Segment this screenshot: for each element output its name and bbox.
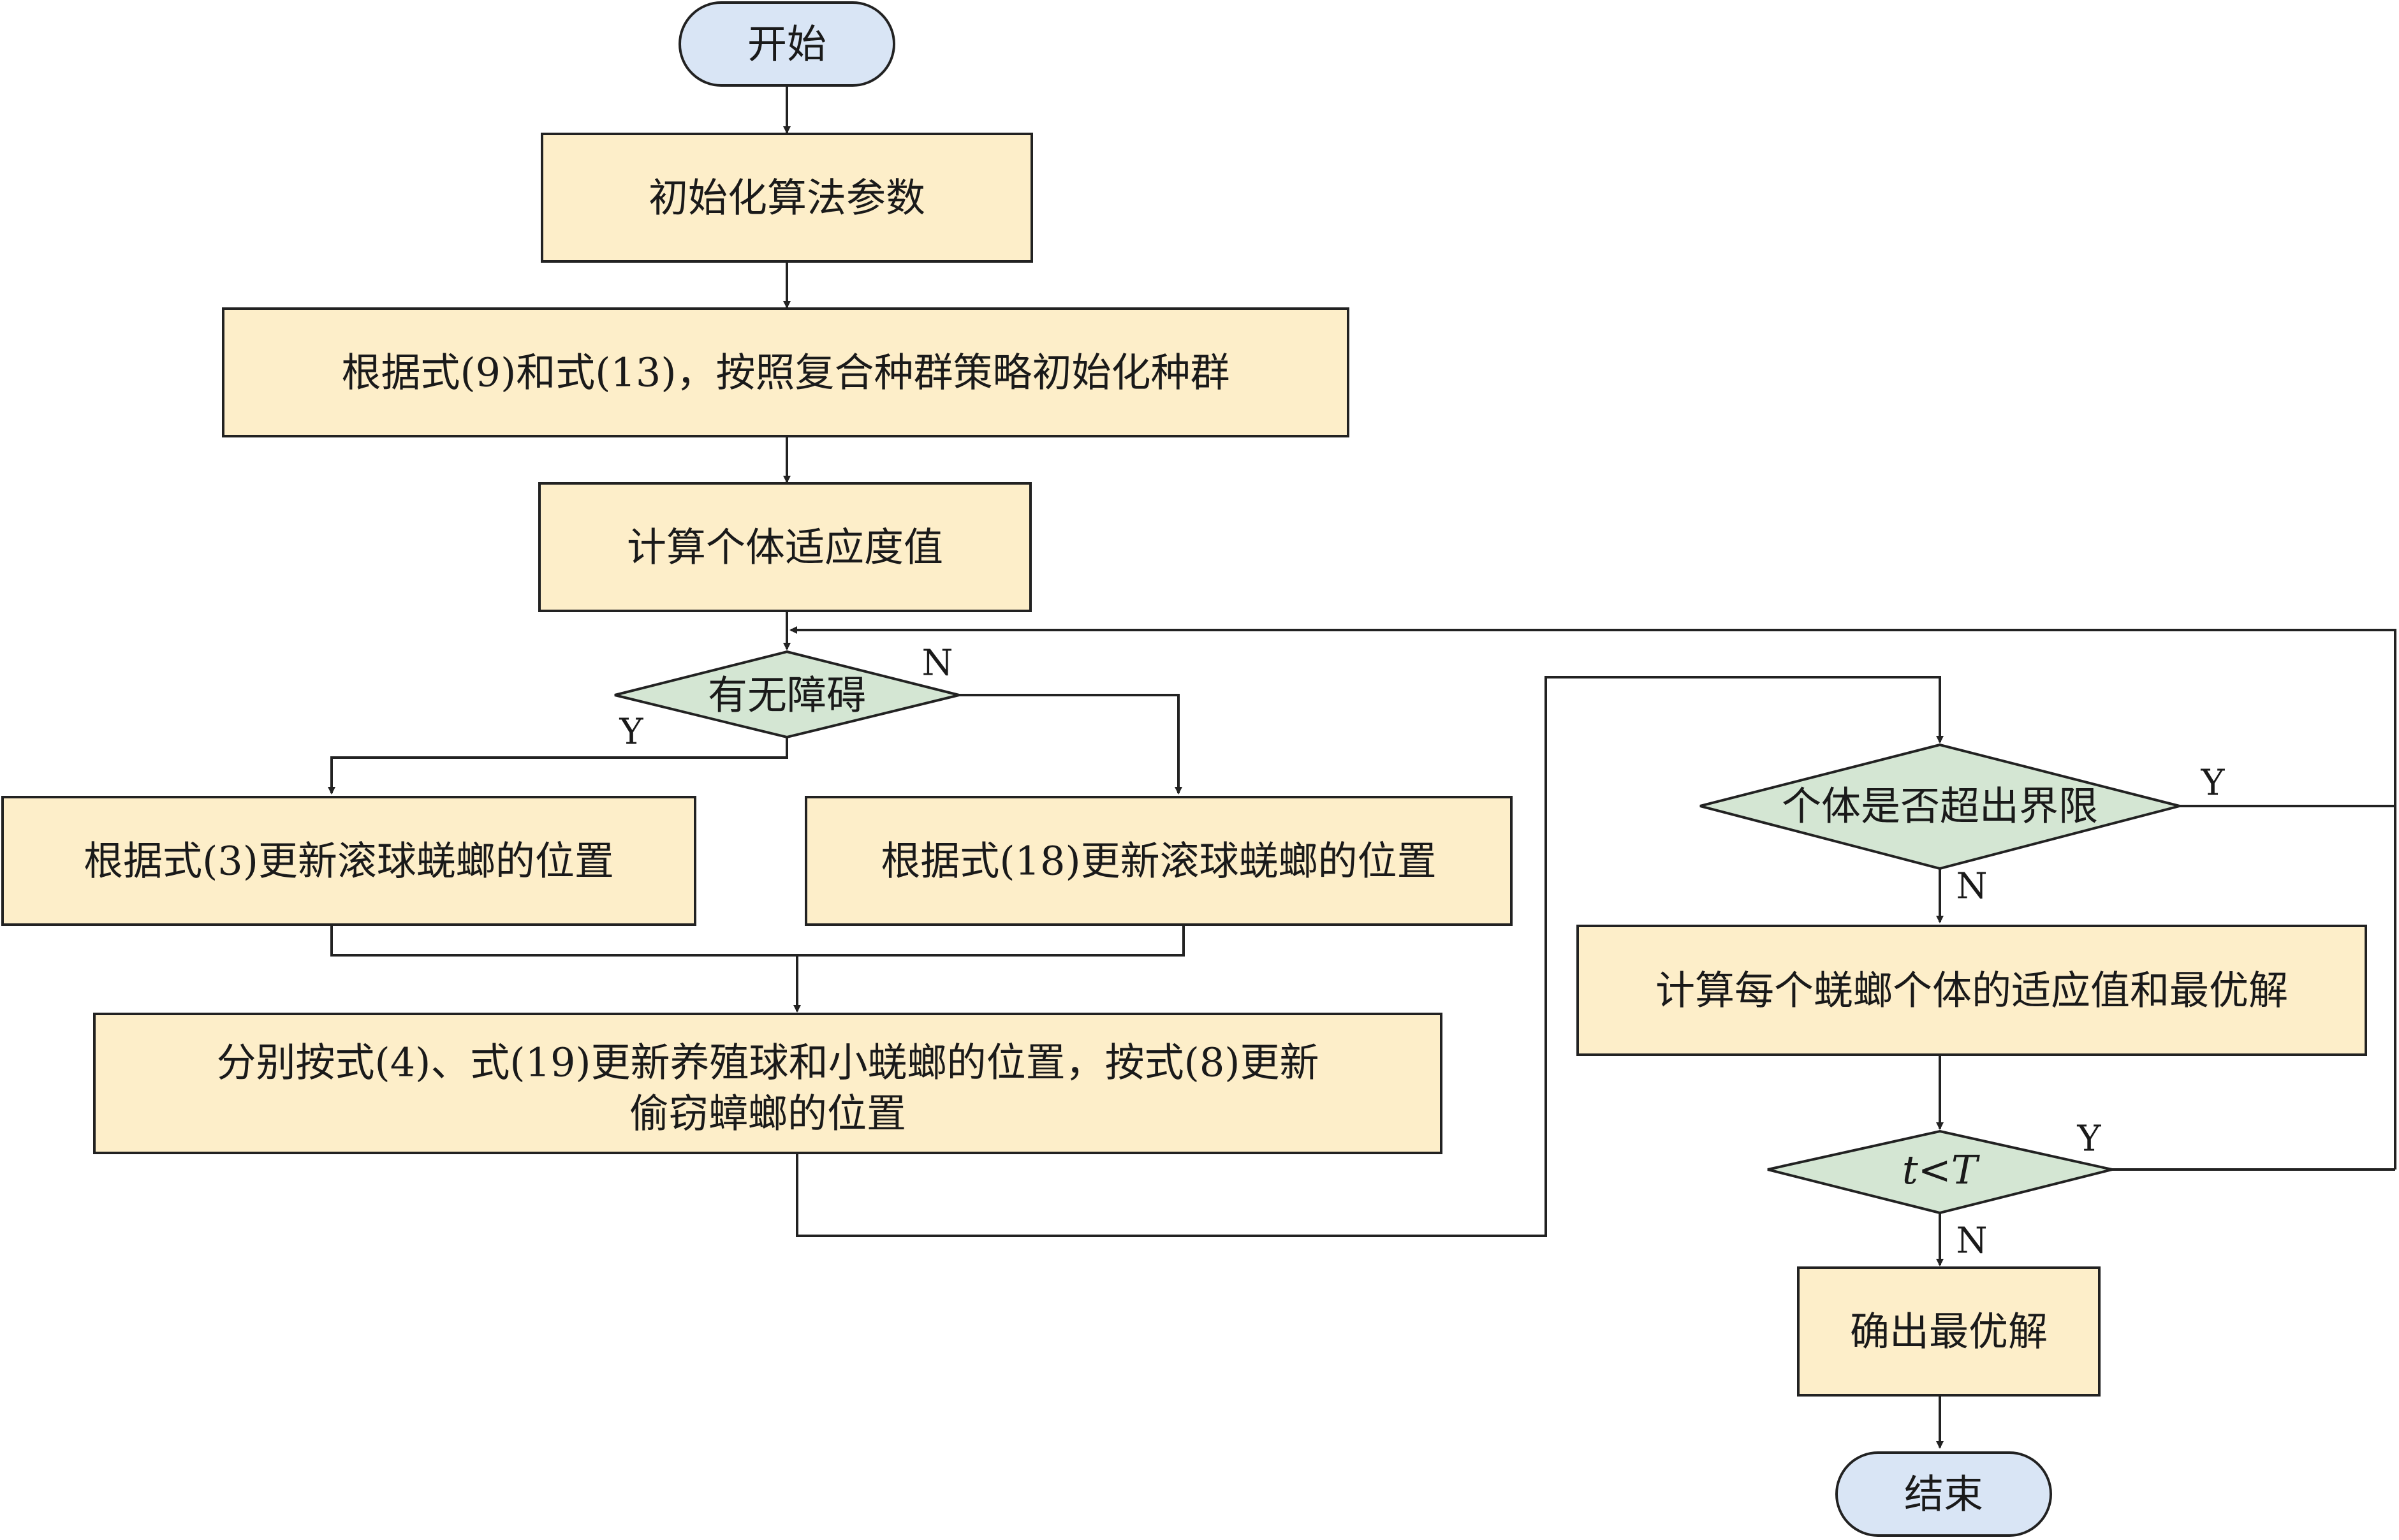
loop-decision: t<T	[1767, 1129, 2113, 1215]
obstacle-decision: 有无障碍	[614, 650, 960, 739]
update-eq18-label: 根据式(18)更新滚球蜣螂的位置	[881, 838, 1436, 884]
calc-best-label: 计算每个蜣螂个体的适应值和最优解	[1655, 967, 2288, 1014]
start-label: 开始	[747, 21, 826, 68]
edge-update-bound	[796, 676, 1944, 1237]
update-eq18-node: 根据式(18)更新滚球蜣螂的位置	[805, 796, 1513, 926]
bound-check-decision: 个体是否超出界限	[1699, 743, 2180, 870]
bound-check-label: 个体是否超出界限	[1782, 783, 2098, 830]
end-label: 结束	[1904, 1471, 1983, 1518]
edge-obstacle-no	[959, 694, 1182, 795]
edge-merge	[330, 925, 1185, 957]
obstacle-no-label: N	[922, 643, 953, 684]
edge-loop-back	[789, 626, 2396, 1170]
obstacle-label: 有无障碍	[708, 672, 866, 719]
update-eq3-label: 根据式(3)更新滚球蜣螂的位置	[84, 838, 614, 884]
bound-no-label: N	[1956, 866, 1988, 907]
init-params-node: 初始化算法参数	[541, 133, 1033, 263]
update-others-line1: 分别按式(4)、式(19)更新养殖球和小蜣螂的位置，按式(8)更新	[217, 1039, 1319, 1086]
loop-T: T	[1951, 1147, 1981, 1193]
init-population-label: 根据式(9)和式(13)，按照复合种群策略初始化种群	[341, 349, 1229, 396]
update-others-line2: 偷窃蟑螂的位置	[629, 1090, 906, 1137]
edge-obstacle-yes	[328, 737, 788, 795]
bound-yes-label: Y	[2201, 763, 2226, 804]
loop-yes-label: Y	[2077, 1118, 2102, 1160]
loop-condition: t<T	[1902, 1147, 1981, 1193]
output-node: 确出最优解	[1797, 1266, 2101, 1397]
end-node: 结束	[1835, 1451, 2052, 1537]
loop-lt: <	[1918, 1147, 1951, 1193]
start-node: 开始	[679, 1, 895, 87]
loop-t: t	[1902, 1147, 1918, 1193]
calc-fitness-node: 计算个体适应度值	[538, 482, 1032, 612]
calc-best-node: 计算每个蜣螂个体的适应值和最优解	[1576, 925, 2367, 1056]
update-others-node: 分别按式(4)、式(19)更新养殖球和小蜣螂的位置，按式(8)更新 偷窃蟑螂的位…	[93, 1013, 1442, 1154]
init-params-label: 初始化算法参数	[649, 175, 925, 221]
obstacle-yes-label: Y	[619, 712, 644, 753]
connectors	[328, 85, 2396, 1449]
init-population-node: 根据式(9)和式(13)，按照复合种群策略初始化种群	[222, 307, 1349, 437]
update-eq3-node: 根据式(3)更新滚球蜣螂的位置	[1, 796, 696, 926]
calc-fitness-label: 计算个体适应度值	[627, 524, 943, 571]
loop-no-label: N	[1956, 1221, 1988, 1262]
output-label: 确出最优解	[1850, 1309, 2048, 1355]
